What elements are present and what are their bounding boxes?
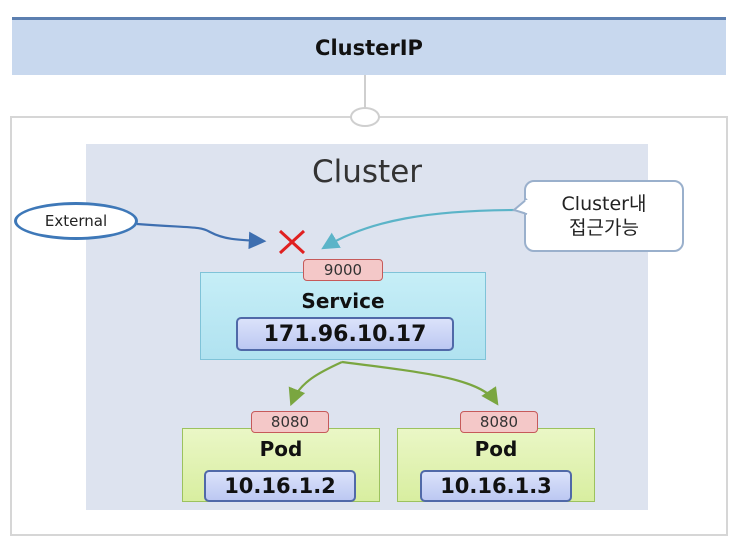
external-arrow [136, 222, 267, 250]
service-ip: 171.96.10.17 [263, 321, 427, 347]
pod-title: Pod [474, 437, 518, 461]
blocked-x-mark [278, 229, 306, 255]
pod-port: 8080 [479, 413, 519, 431]
connector-line [364, 75, 366, 109]
pod-port-tag: 8080 [460, 411, 538, 433]
cluster-access-callout: Cluster내 접근가능 [524, 180, 684, 252]
service-port-tag: 9000 [303, 259, 383, 281]
pod-title: Pod [259, 437, 303, 461]
pod-ip: 10.16.1.2 [224, 474, 336, 498]
diagram-title: ClusterIP [315, 35, 423, 60]
service-to-pod2-arrow [341, 360, 499, 406]
service-port: 9000 [323, 261, 363, 279]
callout-line-2: 접근가능 [569, 217, 639, 239]
service-ip-box: 171.96.10.17 [236, 317, 454, 351]
service-to-pod1-arrow [288, 360, 343, 407]
external-label: External [44, 212, 108, 230]
pod-ip: 10.16.1.3 [440, 474, 552, 498]
external-bubble: External [14, 202, 138, 240]
title-bar: ClusterIP [12, 17, 726, 75]
connector-circle [350, 107, 380, 127]
callout-line-1: Cluster내 [561, 193, 647, 215]
pod-ip-box: 10.16.1.2 [204, 470, 356, 502]
cluster-label: Cluster [311, 154, 423, 190]
pod-port: 8080 [270, 413, 310, 431]
pod-port-tag: 8080 [251, 411, 329, 433]
internal-access-arrow [321, 208, 521, 250]
pod-ip-box: 10.16.1.3 [420, 470, 572, 502]
service-title: Service [301, 289, 385, 313]
